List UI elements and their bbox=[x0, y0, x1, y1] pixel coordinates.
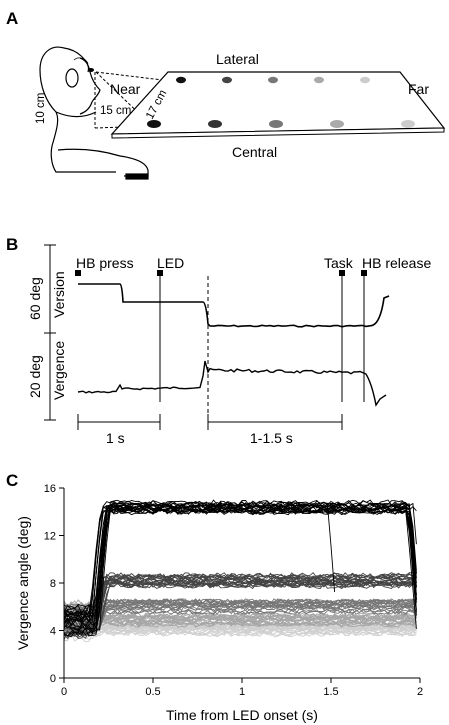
x-ticks: 0 0.5 1 1.5 2 bbox=[61, 678, 423, 698]
x-tick-label: 0.5 bbox=[145, 686, 160, 698]
label-duration-1-1-5s: 1-1.5 s bbox=[250, 430, 293, 446]
vergence-trace-line bbox=[63, 603, 417, 621]
vergence-trace-line bbox=[63, 573, 417, 636]
version-trace bbox=[78, 283, 390, 328]
panel-c-letter: C bbox=[6, 471, 18, 490]
label-lateral: Lateral bbox=[216, 51, 259, 67]
led-central-1 bbox=[147, 120, 161, 128]
led-central-3 bbox=[269, 120, 283, 128]
monkey-drawing bbox=[39, 46, 149, 180]
vergence-trace-line bbox=[63, 499, 417, 620]
vergence-trace-line bbox=[63, 613, 417, 632]
monkey-eye bbox=[88, 68, 94, 72]
led-central-5 bbox=[401, 120, 415, 128]
vergence-trace-line bbox=[63, 602, 417, 615]
vergence-trace-line bbox=[63, 501, 417, 631]
vergence-trace-line bbox=[63, 580, 417, 635]
label-dim-height: 10 cm bbox=[35, 93, 47, 124]
label-duration-1s: 1 s bbox=[106, 430, 125, 446]
label-near: Near bbox=[110, 81, 141, 97]
led-lateral-2 bbox=[222, 76, 232, 84]
vergence-traces bbox=[63, 499, 417, 643]
label-far: Far bbox=[408, 81, 429, 97]
led-lateral-4 bbox=[314, 76, 324, 84]
panel-b-letter: B bbox=[6, 235, 18, 254]
y-tick-label: 8 bbox=[50, 578, 56, 590]
y-tick-label: 16 bbox=[44, 483, 56, 495]
label-central: Central bbox=[232, 144, 277, 160]
x-tick-label: 2 bbox=[417, 686, 423, 698]
vergence-trace-line bbox=[63, 610, 417, 623]
y-tick-label: 12 bbox=[44, 531, 56, 543]
y-axis-label: Vergence angle (deg) bbox=[15, 516, 31, 650]
vergence-trace-line bbox=[63, 604, 417, 629]
x-tick-label: 0 bbox=[61, 686, 67, 698]
label-vergence: Vergence bbox=[51, 341, 67, 400]
label-hb-release: HB release bbox=[362, 255, 431, 271]
y-ticks: 0 4 8 12 16 bbox=[44, 483, 64, 685]
vergence-trace-line bbox=[63, 505, 417, 615]
x-tick-label: 1.5 bbox=[323, 686, 338, 698]
vergence-trace-line bbox=[63, 504, 417, 623]
label-hb-press: HB press bbox=[76, 255, 134, 271]
vergence-trace-line bbox=[63, 503, 417, 614]
label-led: LED bbox=[157, 255, 184, 271]
scale-bars bbox=[44, 244, 56, 421]
duration-bars bbox=[77, 414, 343, 430]
led-lateral-1 bbox=[176, 76, 186, 84]
label-version-scale: 60 deg bbox=[27, 277, 43, 320]
vergence-trace-line bbox=[63, 605, 417, 615]
y-tick-label: 0 bbox=[50, 673, 56, 685]
vergence-trace-line bbox=[63, 508, 417, 629]
label-version: Version bbox=[51, 271, 67, 318]
vergence-trace-line bbox=[63, 502, 417, 628]
vergence-trace bbox=[77, 360, 387, 407]
vergence-trace-line bbox=[63, 612, 417, 635]
panel-c: C 0 0.5 1 1.5 2 0 4 8 12 16 Time from LED onset … bbox=[6, 471, 423, 723]
event-markers bbox=[75, 270, 367, 420]
led-lateral-5 bbox=[360, 76, 370, 84]
panel-b: B 60 deg Version 20 deg Vergence HB pres… bbox=[6, 235, 431, 446]
led-board bbox=[110, 71, 446, 139]
panel-a-letter: A bbox=[6, 9, 18, 28]
vergence-trace-line bbox=[63, 598, 417, 618]
label-dim-horizontal: 15 cm bbox=[100, 105, 131, 117]
vergence-trace-line bbox=[63, 579, 417, 626]
led-row-central bbox=[147, 120, 415, 128]
vergence-trace-line bbox=[63, 598, 417, 610]
led-row-lateral bbox=[176, 76, 370, 84]
y-tick-label: 4 bbox=[50, 626, 56, 638]
x-axis-label: Time from LED onset (s) bbox=[166, 707, 318, 723]
vergence-trace-line bbox=[63, 572, 417, 640]
vergence-trace-line bbox=[63, 576, 417, 616]
led-lateral-3 bbox=[268, 76, 278, 84]
vergence-trace-line bbox=[63, 601, 417, 629]
vergence-trace-line bbox=[63, 622, 417, 639]
vergence-trace-line bbox=[63, 499, 417, 623]
led-central-4 bbox=[330, 120, 344, 128]
panel-a: A Lateral Central N bbox=[6, 9, 446, 180]
x-tick-label: 1 bbox=[239, 686, 245, 698]
led-central-2 bbox=[208, 120, 222, 128]
vergence-trace-line bbox=[63, 603, 417, 626]
label-task: Task bbox=[324, 255, 354, 271]
label-vergence-scale: 20 deg bbox=[27, 355, 43, 398]
